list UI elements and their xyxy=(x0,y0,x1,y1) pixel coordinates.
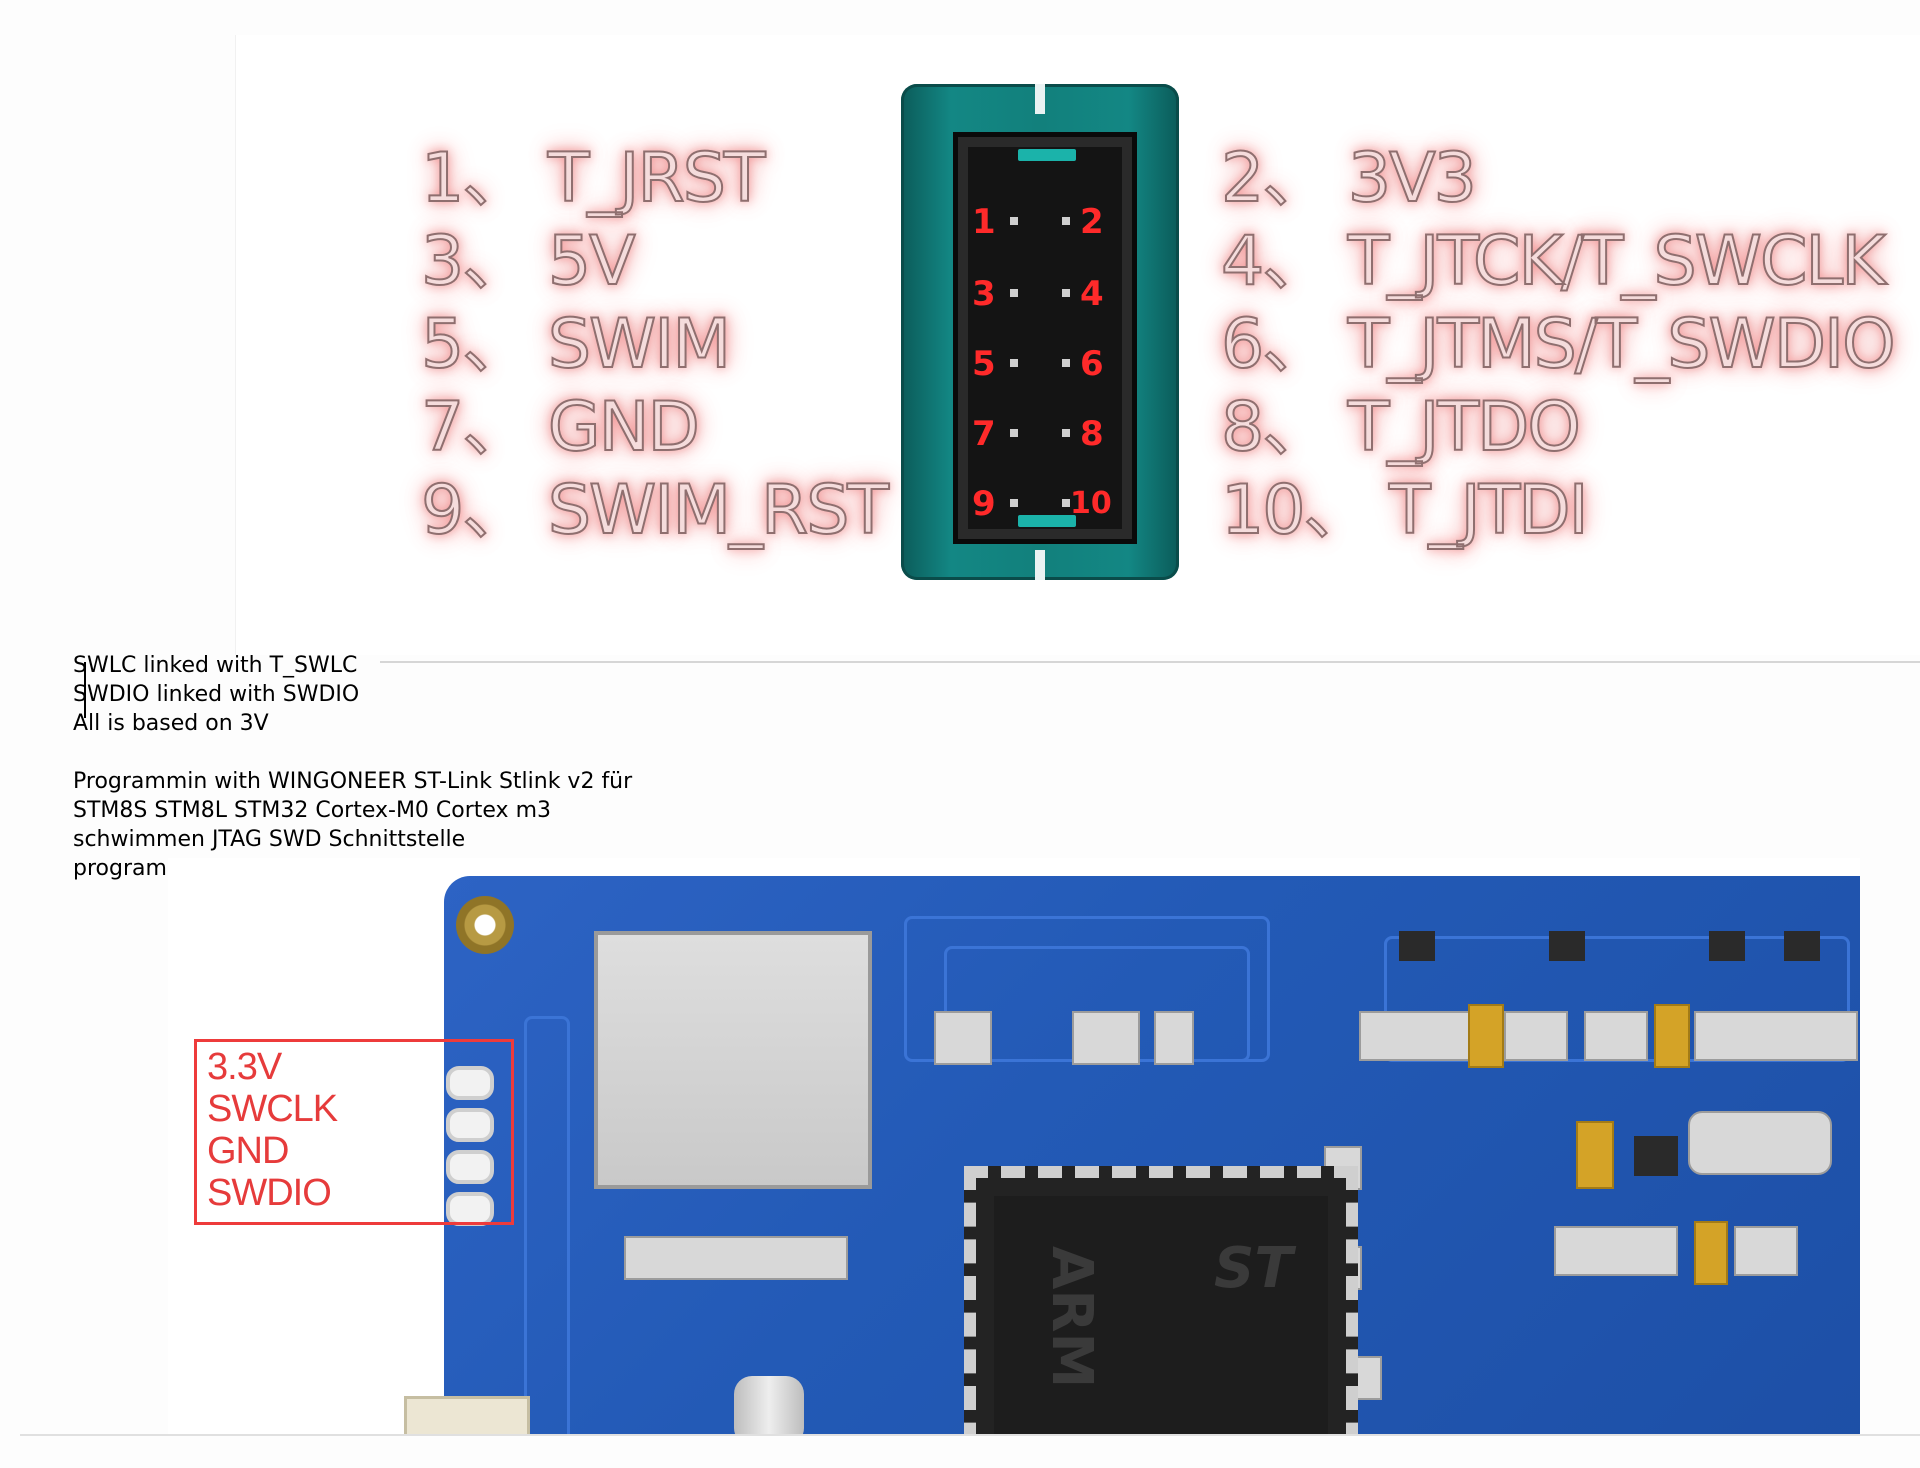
chip-marking-st: ST xyxy=(1214,1236,1293,1301)
pin-number-5: 5 xyxy=(972,344,996,384)
pin-label-1: 1、 T_JRST xyxy=(420,139,766,218)
text-cursor xyxy=(84,662,86,718)
pcb-board: ARM ST xyxy=(404,876,1860,1434)
pin-dot xyxy=(1062,429,1070,437)
swd-label-3v3: 3.3V xyxy=(207,1046,282,1088)
white-jst-connector xyxy=(404,1396,530,1434)
swd-label-gnd: GND xyxy=(207,1130,289,1172)
arm-microcontroller: ARM ST xyxy=(964,1166,1358,1434)
crystal-oscillator xyxy=(734,1376,804,1434)
pin-dot xyxy=(1010,359,1018,367)
note-line-programmer-3[interactable]: schwimmen JTAG SWD Schnittstelle xyxy=(73,827,466,852)
smd-component xyxy=(1694,1011,1858,1061)
pin-label-6: 6、 T_JTMS/T_SWDIO xyxy=(1220,305,1897,384)
tantalum-capacitor xyxy=(1654,1004,1690,1068)
smd-component xyxy=(1154,1011,1194,1065)
tantalum-capacitor xyxy=(1694,1221,1728,1285)
header-pad xyxy=(446,1066,494,1100)
transistor xyxy=(1549,931,1585,961)
pin-dot xyxy=(1062,217,1070,225)
tantalum-capacitor xyxy=(1576,1121,1614,1189)
pin-dot xyxy=(1010,289,1018,297)
note-line-swdio[interactable]: SWDIO linked with SWDIO xyxy=(73,682,360,707)
horizontal-rule xyxy=(380,661,1920,663)
transistor xyxy=(1399,931,1435,961)
note-line-programmer-1[interactable]: Programmin with WINGONEER ST-Link Stlink… xyxy=(73,769,633,794)
note-line-programmer-2[interactable]: STM8S STM8L STM32 Cortex-M0 Cortex m3 xyxy=(73,798,551,823)
pin-number-4: 4 xyxy=(1080,274,1104,314)
smd-component xyxy=(1584,1011,1648,1061)
smd-component xyxy=(624,1236,848,1280)
pin-number-7: 7 xyxy=(972,414,996,454)
chip-marking-arm: ARM xyxy=(1039,1246,1104,1389)
pcb-photo: ARM ST 3.3V SWCLK GND SWDIO xyxy=(168,858,1860,1434)
pin-dot xyxy=(1010,217,1018,225)
pin-dot xyxy=(1062,499,1070,507)
transistor xyxy=(1784,931,1820,961)
pcb-trace xyxy=(524,1016,570,1434)
header-pad xyxy=(446,1150,494,1184)
pin-label-5: 5、 SWIM xyxy=(420,305,732,384)
pin-label-4: 4、 T_JTCK/T_SWCLK xyxy=(1220,222,1887,301)
connector-pin-well: 1 2 3 4 5 6 7 8 9 10 xyxy=(953,132,1137,544)
sd-card-slot xyxy=(594,931,872,1189)
transistor xyxy=(1634,1136,1678,1176)
header-pad xyxy=(446,1108,494,1142)
smd-component xyxy=(1554,1226,1678,1276)
pin-label-9: 9、 SWIM_RST xyxy=(420,471,890,550)
swd-label-swdio: SWDIO xyxy=(207,1172,332,1214)
jtag-header-connector: 1 2 3 4 5 6 7 8 9 10 xyxy=(901,84,1179,580)
chip-body: ARM ST xyxy=(994,1196,1328,1434)
swd-annotation-box: 3.3V SWCLK GND SWDIO xyxy=(194,1039,514,1225)
smd-component xyxy=(934,1011,992,1065)
connector-top-notch xyxy=(1035,84,1045,114)
pin-label-3: 3、 5V xyxy=(420,222,637,301)
pin-dot xyxy=(1010,499,1018,507)
pin-number-6: 6 xyxy=(1080,344,1104,384)
tantalum-capacitor xyxy=(1468,1004,1504,1068)
pin-label-2: 2、 3V3 xyxy=(1220,139,1478,218)
mounting-hole xyxy=(456,896,514,954)
pin-number-8: 8 xyxy=(1080,414,1104,454)
pin-number-1: 1 xyxy=(972,202,996,242)
pin-number-3: 3 xyxy=(972,274,996,314)
connector-key-bottom xyxy=(1018,515,1076,527)
pin-dot xyxy=(1062,289,1070,297)
swd-label-swclk: SWCLK xyxy=(207,1088,338,1130)
jtag-pinout-image: 1、 T_JRST 3、 5V 5、 SWIM 7、 GND 9、 SWIM_R… xyxy=(235,35,1920,655)
switch xyxy=(1688,1111,1832,1175)
connector-key-top xyxy=(1018,149,1076,161)
pin-dot xyxy=(1010,429,1018,437)
smd-component xyxy=(1734,1226,1798,1276)
pin-label-10: 10、 T_JTDI xyxy=(1220,471,1590,550)
pin-label-8: 8、 T_JTDO xyxy=(1220,388,1582,467)
note-line-voltage[interactable]: All is based on 3V xyxy=(73,711,269,736)
pin-number-9: 9 xyxy=(972,484,996,524)
bottom-rule xyxy=(20,1434,1920,1436)
pin-number-10: 10 xyxy=(1070,486,1112,521)
smd-component xyxy=(1072,1011,1140,1065)
smd-component xyxy=(1504,1011,1568,1061)
transistor xyxy=(1709,931,1745,961)
note-line-swlc[interactable]: SWLC linked with T_SWLC xyxy=(73,653,358,678)
pin-dot xyxy=(1062,359,1070,367)
smd-component xyxy=(1359,1011,1473,1061)
connector-bottom-notch xyxy=(1035,550,1045,580)
pin-number-2: 2 xyxy=(1080,202,1104,242)
pin-label-7: 7、 GND xyxy=(420,388,701,467)
